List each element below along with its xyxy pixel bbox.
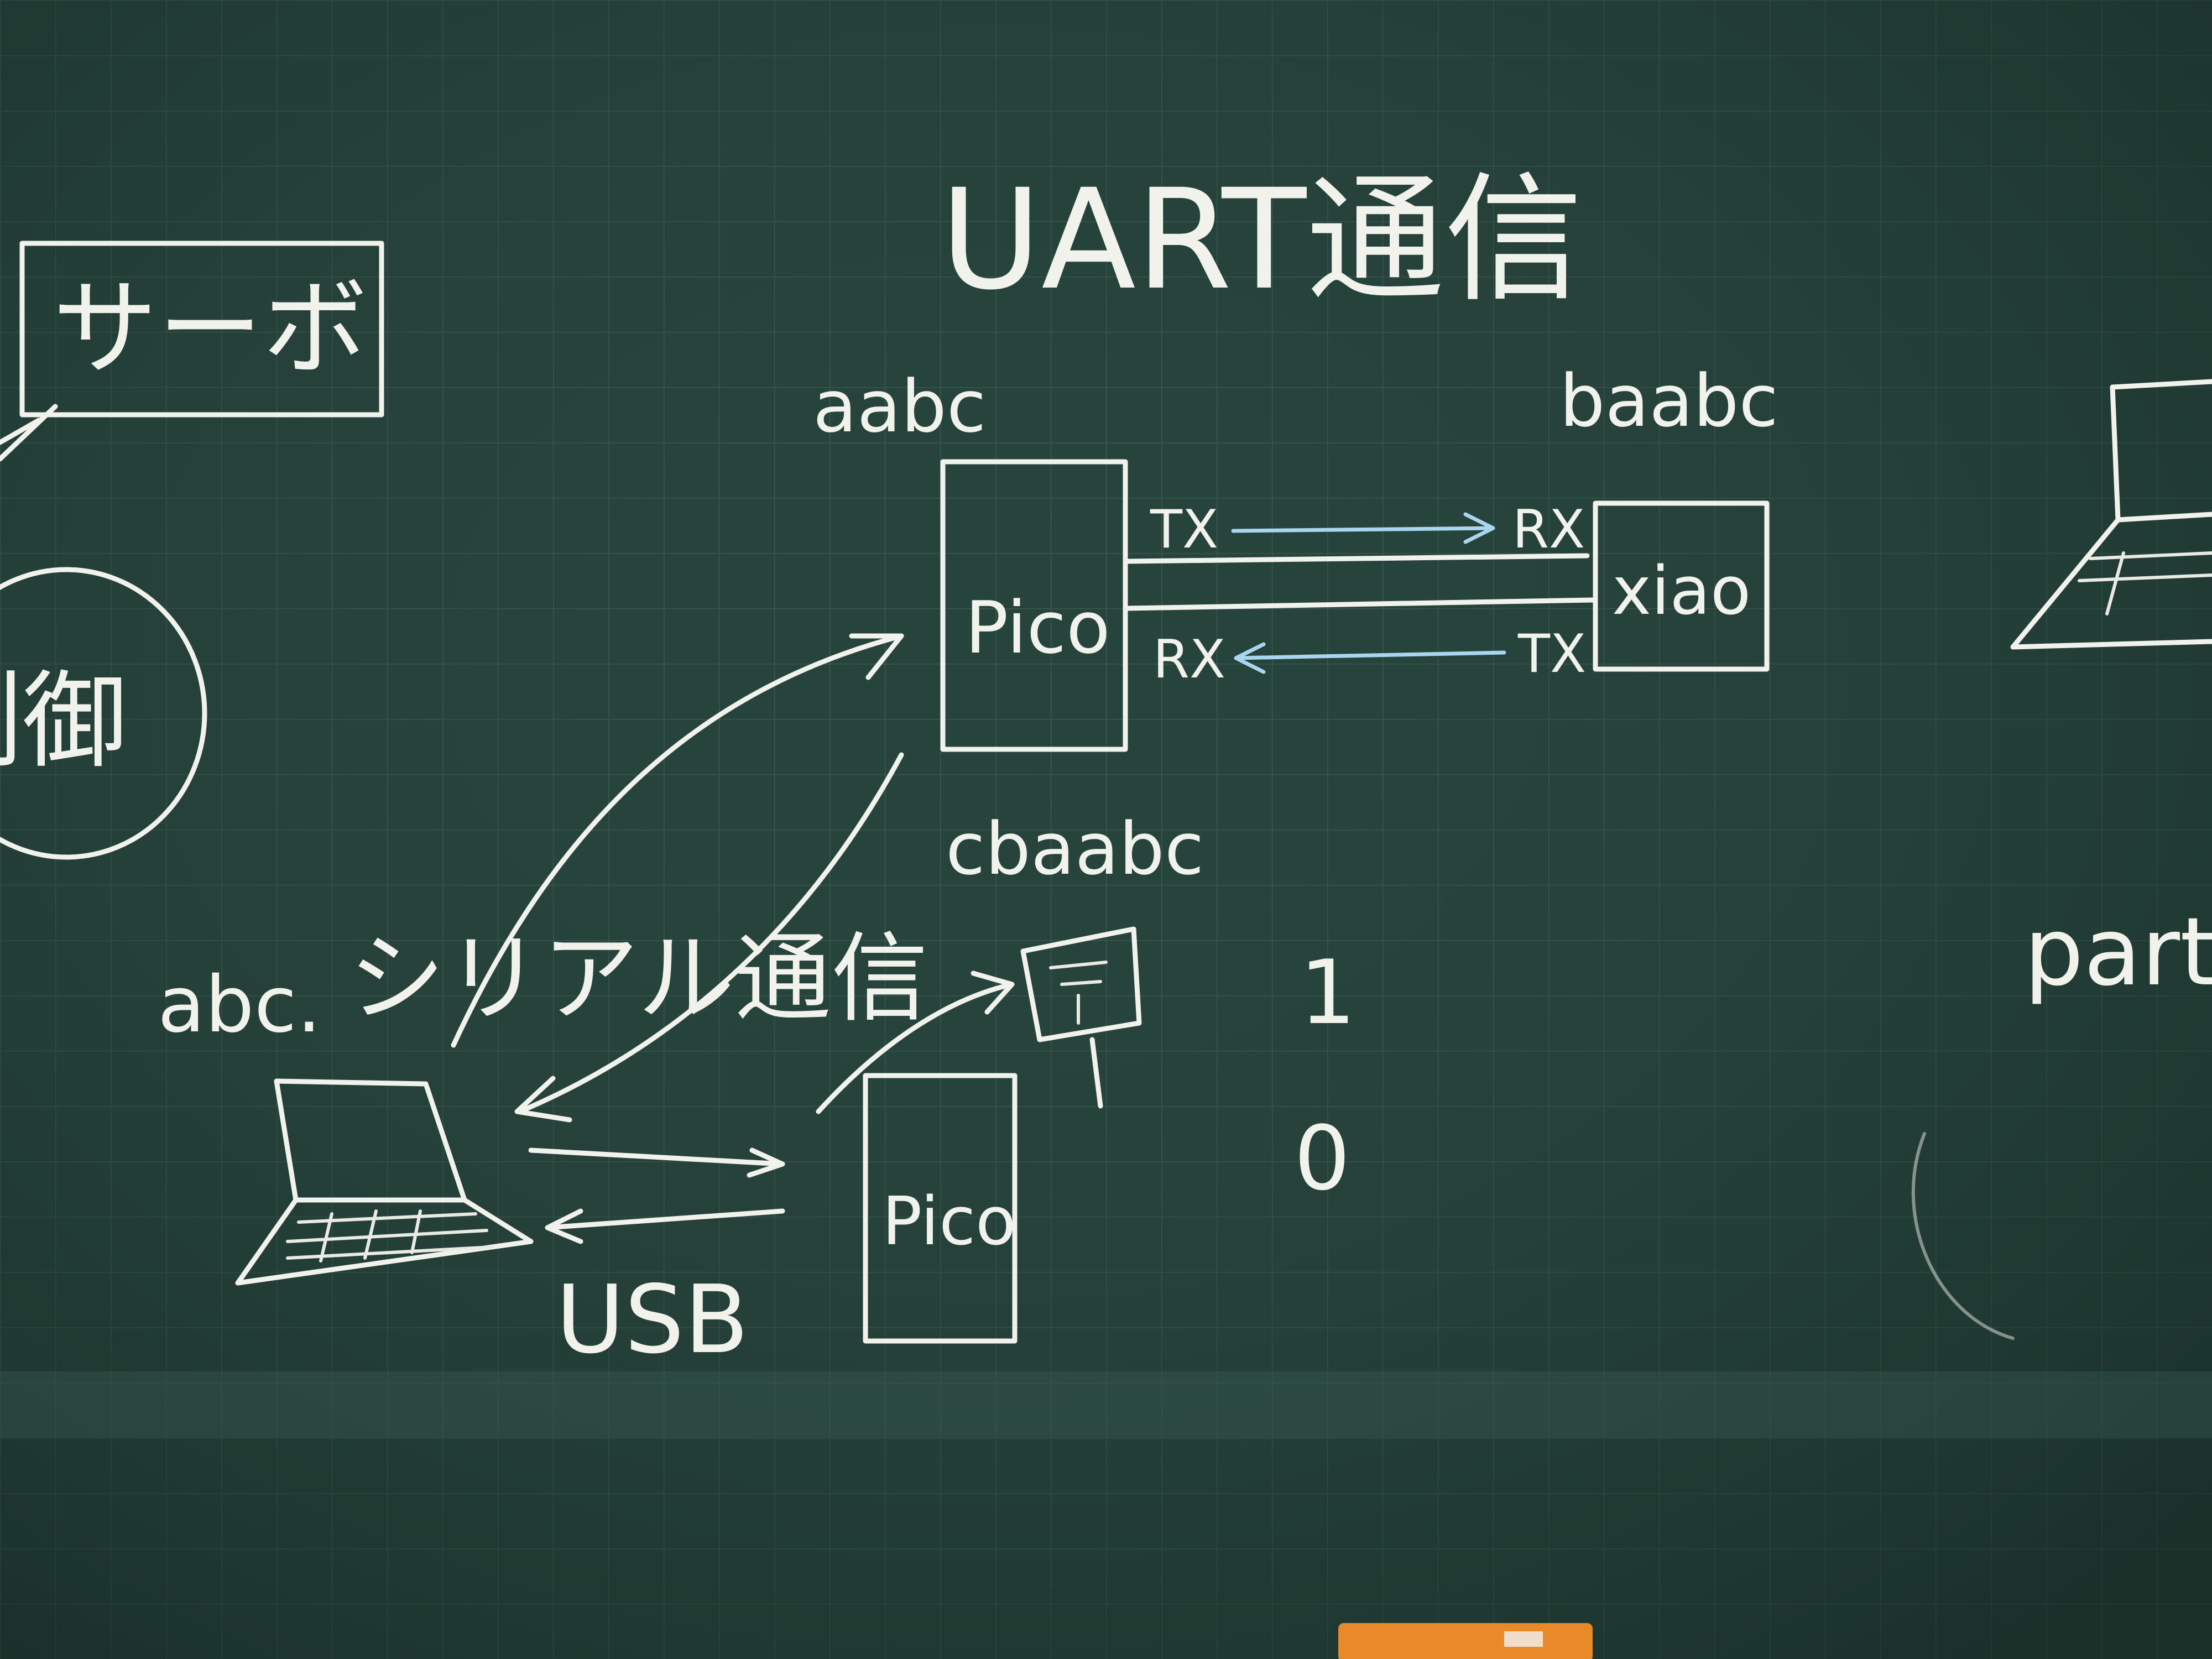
rx-pico-label: RX xyxy=(1153,629,1225,690)
servo-arrow xyxy=(0,404,58,462)
device-post xyxy=(1089,1037,1103,1109)
right-partial-text: part xyxy=(2024,898,2212,1007)
serial-arrow-up xyxy=(451,633,904,1048)
xiao-box xyxy=(1593,500,1770,672)
eraser xyxy=(1338,1623,1593,1659)
serial-label: シリアル通信 xyxy=(348,923,928,1035)
laptop-base xyxy=(235,1197,534,1286)
tx-to-rx-arrow-back xyxy=(1234,642,1506,674)
tx-pico-label: TX xyxy=(1150,499,1218,560)
right-laptop-base xyxy=(2010,517,2212,650)
bit-zero: 0 xyxy=(1294,1107,1350,1210)
pico-top-buffer: aabc xyxy=(813,364,986,448)
tx-to-rx-arrow xyxy=(1231,512,1495,544)
usb-arrow-right xyxy=(528,1147,785,1178)
pico-to-sign-arrow xyxy=(816,971,1015,1114)
eraser-label xyxy=(1504,1631,1543,1647)
xiao-buffer: baabc xyxy=(1559,359,1778,443)
uart-wire-1 xyxy=(1125,553,1590,564)
pico-bottom-box xyxy=(863,1073,1018,1344)
control-ellipse xyxy=(0,567,207,860)
serial-arrow-down-head xyxy=(514,1076,572,1123)
uart-wire-2 xyxy=(1125,597,1595,611)
device-sign xyxy=(1020,926,1142,1042)
right-laptop-keyboard xyxy=(2078,551,2212,615)
pico-bottom-label: Pico xyxy=(882,1183,1016,1260)
pc-buffer: abc. xyxy=(158,960,321,1050)
serial-arrow-down xyxy=(517,752,904,1114)
tx-xiao-label: TX xyxy=(1517,624,1586,685)
usb-arrow-left xyxy=(545,1208,785,1244)
serial-arrow-up-head xyxy=(849,633,904,680)
control-label: 制御 xyxy=(0,660,127,782)
rx-xiao-label: RX xyxy=(1512,499,1585,560)
board-title: UART通信 xyxy=(940,159,1583,320)
laptop-keyboard xyxy=(286,1209,494,1262)
usb-label: USB xyxy=(556,1265,749,1375)
chalk-smudge xyxy=(0,1371,2212,1438)
bit-one: 1 xyxy=(1300,941,1356,1044)
pico-top-box xyxy=(940,459,1128,752)
pico-top-label: Pico xyxy=(965,586,1110,670)
right-smudge xyxy=(1911,1132,2015,1340)
servo-label: サーボ xyxy=(53,268,368,390)
device-sign-detail xyxy=(1049,961,1108,1025)
servo-box xyxy=(19,241,384,418)
xiao-label: xiao xyxy=(1612,553,1751,630)
pico-bottom-buffer: cbaabc xyxy=(946,807,1204,891)
